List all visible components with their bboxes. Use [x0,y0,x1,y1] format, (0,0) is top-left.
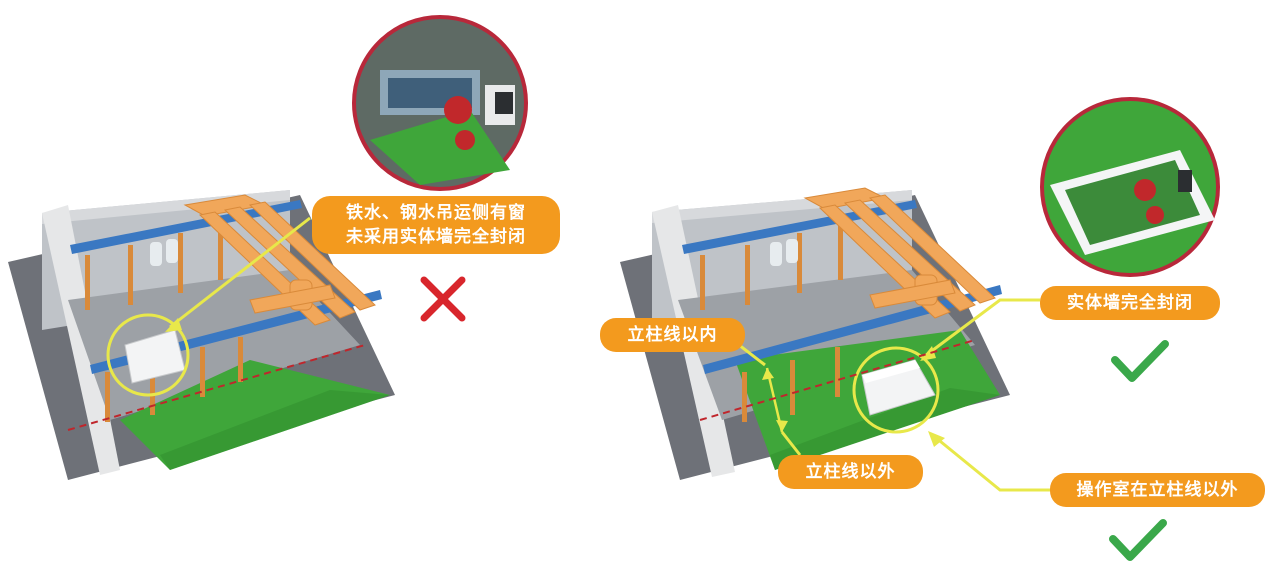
label-wall-badge: 实体墙完全封闭 [1040,286,1220,320]
left-callout-line2: 未采用实体墙完全封闭 [346,227,526,247]
cross-icon [420,276,466,322]
label-inside-badge: 立柱线以内 [600,318,745,352]
left-column-line [67,344,366,431]
label-inside: 立柱线以内 [627,325,718,345]
check-icon-room [1109,519,1167,561]
check-icon-wall [1111,340,1169,382]
left-callout-badge: 铁水、钢水吊运侧有窗 未采用实体墙完全封闭 [312,196,560,254]
left-callout-line1: 铁水、钢水吊运侧有窗 [346,203,526,223]
left-highlight-circle [106,313,190,397]
left-callout-arrow [169,216,311,329]
label-outside-badge: 立柱线以外 [778,455,923,489]
label-wall: 实体墙完全封闭 [1067,293,1193,313]
left-side-wall [42,205,120,475]
label-room: 操作室在立柱线以外 [1076,480,1239,500]
label-outside: 立柱线以外 [805,462,896,482]
label-room-badge: 操作室在立柱线以外 [1050,473,1265,507]
left-green-floor [120,360,390,470]
